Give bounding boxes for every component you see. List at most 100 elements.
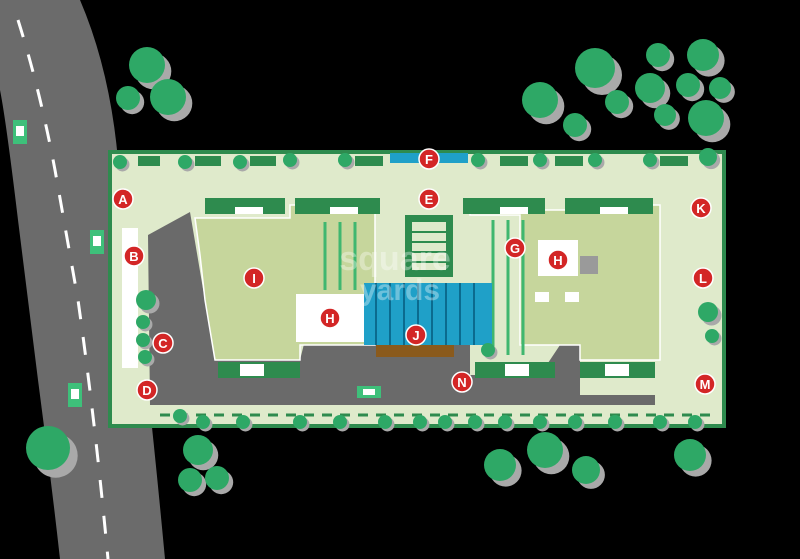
tree-icon <box>709 77 735 103</box>
tree-icon <box>26 426 78 478</box>
svg-text:K: K <box>696 201 706 216</box>
tree-icon <box>635 73 671 109</box>
tree-icon <box>572 456 605 489</box>
tree-icon <box>136 333 153 350</box>
tree-icon <box>568 415 585 432</box>
tree-icon <box>688 100 731 143</box>
marker-b[interactable]: B <box>123 245 145 267</box>
tree-icon <box>643 153 660 170</box>
marker-h-west[interactable]: H <box>319 307 341 329</box>
tree-icon <box>468 415 485 432</box>
marker-m[interactable]: M <box>694 373 716 395</box>
marker-i[interactable]: I <box>243 267 265 289</box>
svg-text:H: H <box>325 311 334 326</box>
pool-deck <box>376 345 454 357</box>
tree-icon <box>178 468 207 497</box>
tree-icon <box>522 82 565 125</box>
amphitheatre <box>405 215 453 277</box>
tree-icon <box>233 155 250 172</box>
trees <box>26 39 735 497</box>
tree-icon <box>498 415 515 432</box>
tree-icon <box>183 435 219 471</box>
svg-text:C: C <box>158 336 168 351</box>
tree-icon <box>333 415 350 432</box>
hedge-north <box>138 156 688 166</box>
watermark: square yards <box>339 240 451 307</box>
tree-icon <box>654 104 680 130</box>
tree-icon <box>138 350 155 367</box>
svg-text:J: J <box>412 328 419 343</box>
marker-e[interactable]: E <box>418 188 440 210</box>
tree-icon <box>653 415 670 432</box>
map-markers: A B C D E F G H H I J K L M N <box>112 148 716 401</box>
paving-areas <box>148 212 655 405</box>
tree-icon <box>674 439 712 477</box>
tree-icon <box>338 153 355 170</box>
tree-icon <box>699 148 721 170</box>
svg-text:A: A <box>118 192 128 207</box>
marker-n[interactable]: N <box>451 371 473 393</box>
marker-h-east[interactable]: H <box>547 249 569 271</box>
svg-text:G: G <box>510 241 520 256</box>
tree-icon <box>575 48 622 95</box>
tree-icon <box>687 39 725 77</box>
tree-icon <box>605 90 634 119</box>
svg-text:D: D <box>142 383 151 398</box>
swimming-pool <box>364 283 492 357</box>
svg-text:L: L <box>699 271 707 286</box>
tree-icon <box>293 415 310 432</box>
car-icon <box>357 386 381 398</box>
svg-text:B: B <box>129 249 138 264</box>
tree-icon <box>116 86 145 115</box>
road-cars <box>13 120 104 407</box>
watermark-line1: square <box>339 240 451 278</box>
tree-icon <box>136 315 153 332</box>
tree-icon <box>676 73 705 102</box>
tree-icon <box>205 466 234 495</box>
tree-icon <box>413 415 430 432</box>
tree-icon <box>283 153 300 170</box>
marker-k[interactable]: K <box>690 197 712 219</box>
marker-d[interactable]: D <box>136 379 158 401</box>
svg-text:E: E <box>425 192 434 207</box>
tree-icon <box>236 415 253 432</box>
balcony-windows <box>235 207 629 376</box>
svg-text:H: H <box>553 253 562 268</box>
tree-icon <box>438 415 455 432</box>
marker-g[interactable]: G <box>504 237 526 259</box>
tree-icon <box>588 153 605 170</box>
tree-icon <box>484 449 522 487</box>
tree-icon <box>150 79 193 122</box>
marker-a[interactable]: A <box>112 188 134 210</box>
tree-icon <box>378 415 395 432</box>
tree-icon <box>533 153 550 170</box>
watermark-line2: yards <box>360 274 440 307</box>
tree-icon <box>471 153 488 170</box>
tree-icon <box>178 155 195 172</box>
marker-l[interactable]: L <box>692 267 714 289</box>
svg-text:N: N <box>457 375 466 390</box>
tree-icon <box>533 415 550 432</box>
marker-j[interactable]: J <box>405 324 427 346</box>
paving-west <box>148 212 655 405</box>
marker-c[interactable]: C <box>152 332 174 354</box>
tree-icon <box>173 409 190 426</box>
svg-text:I: I <box>252 271 256 286</box>
tree-icon <box>646 43 675 72</box>
pavilion-grey <box>580 256 598 274</box>
tree-icon <box>698 302 722 326</box>
marker-f[interactable]: F <box>418 148 440 170</box>
tree-icon <box>196 415 213 432</box>
tree-icon <box>113 155 130 172</box>
tree-icon <box>527 432 570 475</box>
tree-icon <box>705 329 722 346</box>
tree-icon <box>608 415 625 432</box>
tree-icon <box>481 343 498 360</box>
car-icon <box>13 120 27 144</box>
svg-text:F: F <box>425 152 433 167</box>
road-lane-marking <box>16 19 110 559</box>
tree-icon <box>563 113 592 142</box>
tree-icon <box>136 290 160 314</box>
svg-text:M: M <box>700 377 711 392</box>
